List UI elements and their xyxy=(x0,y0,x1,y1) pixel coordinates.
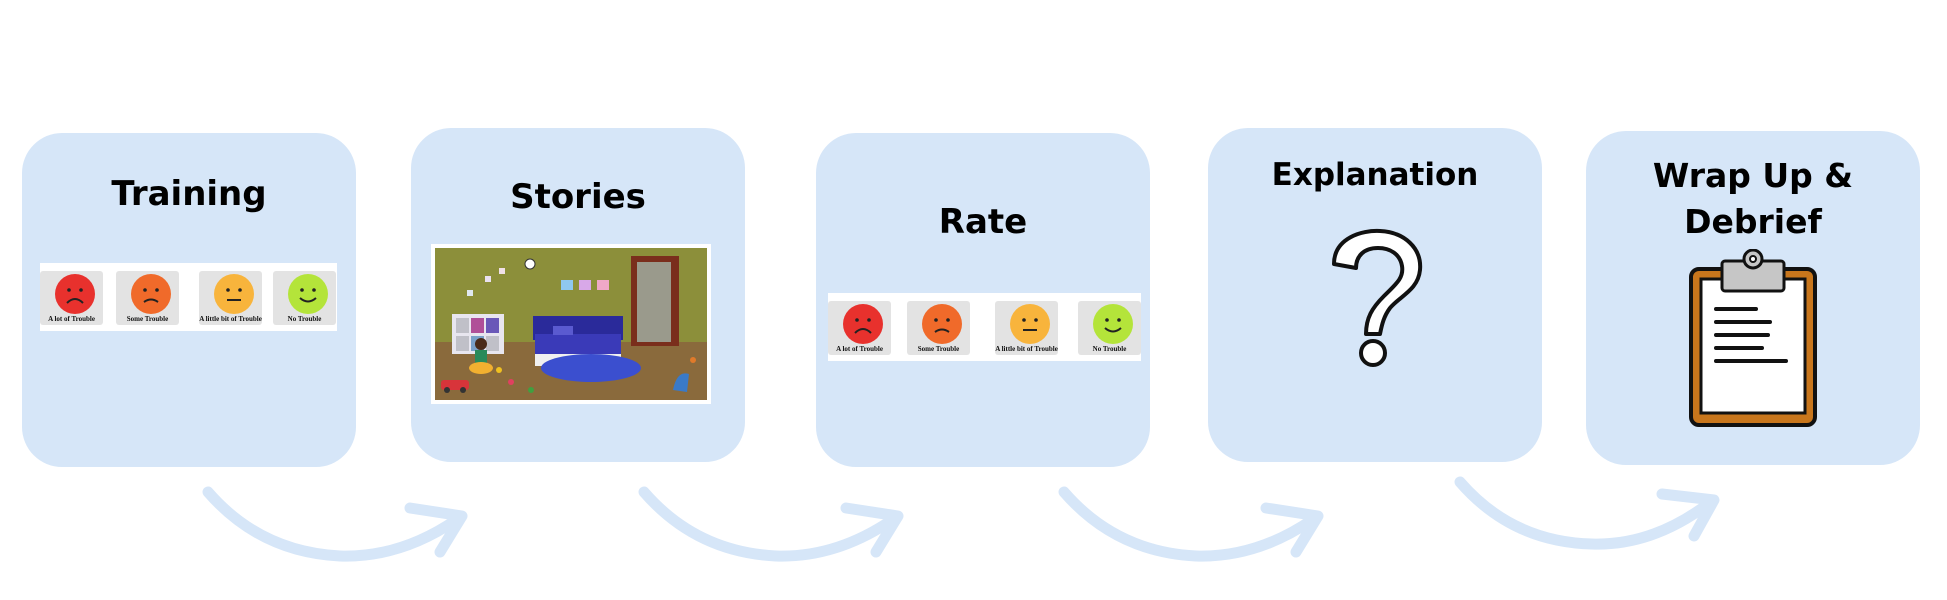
step-title-wrap-up: Wrap Up & Debrief xyxy=(1586,153,1920,245)
rating-label: A little bit of Trouble xyxy=(995,345,1058,353)
very-sad-face-icon xyxy=(55,274,95,314)
curved-arrow-icon xyxy=(1454,476,1720,550)
happy-face-icon xyxy=(288,274,328,314)
step-title-line-2: Debrief xyxy=(1684,202,1822,241)
rating-scale-strip: A lot of Trouble Some Trouble A little b… xyxy=(828,293,1141,361)
rating-option-a-little-bit-of-trouble: A little bit of Trouble xyxy=(199,271,262,325)
bedroom-scene-illustration xyxy=(431,244,711,404)
step-card-training: Training A lot of Trouble Some Trouble A… xyxy=(22,133,356,467)
curved-arrow-icon xyxy=(638,486,904,562)
very-sad-face-icon xyxy=(843,304,883,344)
rating-label: A little bit of Trouble xyxy=(199,315,262,323)
step-card-rate: Rate A lot of Trouble Some Trouble A lit… xyxy=(816,133,1150,467)
rating-label: Some Trouble xyxy=(126,315,169,323)
step-title-line-1: Wrap Up & xyxy=(1652,156,1854,195)
sad-face-icon xyxy=(131,274,171,314)
rating-option-some-trouble: Some Trouble xyxy=(116,271,179,325)
rating-scale-strip: A lot of Trouble Some Trouble A little b… xyxy=(40,263,337,331)
curved-arrow-icon xyxy=(1058,486,1324,562)
step-title-rate: Rate xyxy=(938,202,1028,242)
rating-option-a-lot-of-trouble: A lot of Trouble xyxy=(828,301,891,355)
step-card-explanation: Explanation xyxy=(1208,128,1542,462)
rating-label: No Trouble xyxy=(287,315,322,323)
step-card-wrap-up: Wrap Up & Debrief xyxy=(1586,131,1920,465)
step-card-stories: Stories xyxy=(411,128,745,462)
rating-option-a-little-bit-of-trouble: A little bit of Trouble xyxy=(995,301,1058,355)
rating-option-no-trouble: No Trouble xyxy=(273,271,336,325)
rating-option-a-lot-of-trouble: A lot of Trouble xyxy=(40,271,103,325)
question-mark-icon xyxy=(1332,228,1423,367)
step-title-explanation: Explanation xyxy=(1271,157,1479,193)
neutral-face-icon xyxy=(214,274,254,314)
rating-label: A lot of Trouble xyxy=(836,345,883,353)
neutral-face-icon xyxy=(1010,304,1050,344)
rating-label: A lot of Trouble xyxy=(48,315,95,323)
sad-face-icon xyxy=(922,304,962,344)
clipboard-icon xyxy=(1689,249,1817,427)
rating-label: No Trouble xyxy=(1092,345,1127,353)
step-title-training: Training xyxy=(111,174,267,214)
happy-face-icon xyxy=(1093,304,1133,344)
curved-arrow-icon xyxy=(202,486,468,562)
rating-option-no-trouble: No Trouble xyxy=(1078,301,1141,355)
rating-label: Some Trouble xyxy=(917,345,960,353)
step-title-stories: Stories xyxy=(510,177,646,217)
rating-option-some-trouble: Some Trouble xyxy=(907,301,970,355)
